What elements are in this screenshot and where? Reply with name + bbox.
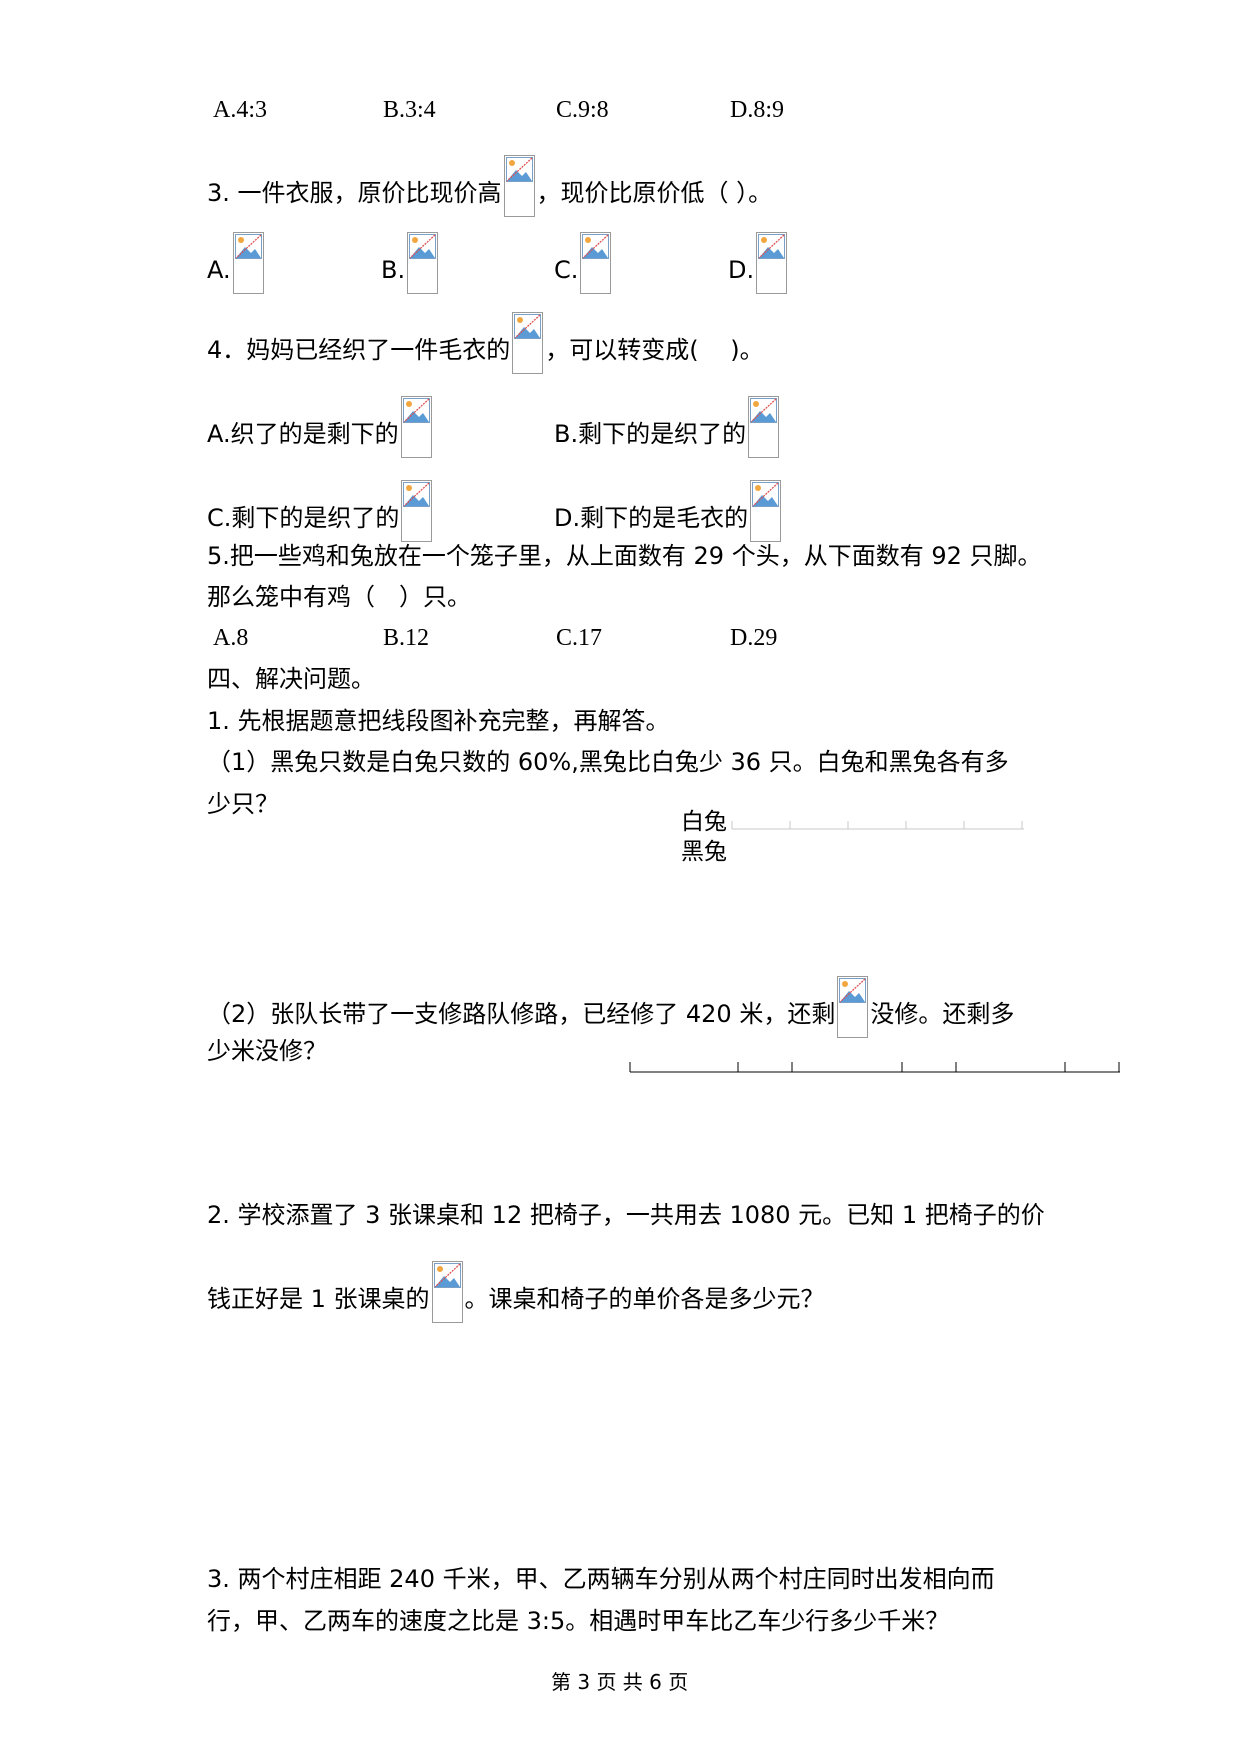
broken-image-icon bbox=[756, 232, 788, 294]
option-label: B. bbox=[381, 256, 406, 284]
option-label: A. bbox=[207, 256, 231, 284]
q3-option-c: C. bbox=[554, 232, 613, 294]
broken-image-icon bbox=[748, 396, 780, 458]
question-4-text: 4．妈妈已经织了一件毛衣的 bbox=[207, 336, 511, 364]
q4-option-d: D.剩下的是毛衣的 bbox=[554, 480, 783, 542]
road-segment-diagram bbox=[629, 1062, 1120, 1073]
problem-2-text: 钱正好是 1 张课桌的 bbox=[207, 1285, 430, 1313]
q5-option-c: C.17 bbox=[556, 625, 603, 651]
q3-option-d: D. bbox=[728, 232, 789, 294]
q4-option-c: C.剩下的是织了的 bbox=[207, 480, 434, 542]
question-3: 3. 一件衣服，原价比现价高 ，现价比原价低（ ）。 bbox=[207, 155, 772, 217]
white-rabbit-segment bbox=[731, 821, 1024, 830]
question-3-text-end: ，现价比原价低（ ）。 bbox=[536, 179, 773, 207]
broken-image-icon bbox=[400, 396, 432, 458]
broken-image-icon bbox=[503, 155, 535, 217]
section-heading: 四、解决问题。 bbox=[207, 665, 375, 693]
broken-image-icon bbox=[407, 232, 439, 294]
broken-image-icon bbox=[401, 480, 433, 542]
option-label: C.剩下的是织了的 bbox=[207, 504, 400, 532]
broken-image-icon bbox=[837, 976, 869, 1038]
option-c: C.9:8 bbox=[556, 97, 609, 123]
problem-1-sub1-line2: 少只？ bbox=[207, 790, 279, 818]
question-5-line1: 5.把一些鸡和兔放在一个笼子里，从上面数有 29 个头，从下面数有 92 只脚。 bbox=[207, 542, 1042, 570]
q5-option-b: B.12 bbox=[383, 625, 430, 651]
problem-1-sub2-line2: 少米没修？ bbox=[207, 1037, 327, 1065]
question-5-line2: 那么笼中有鸡（ ）只。 bbox=[207, 583, 471, 611]
option-label: B.剩下的是织了的 bbox=[554, 420, 747, 448]
q4-option-a: A.织了的是剩下的 bbox=[207, 396, 434, 458]
problem-1-sub2-text-end: 没修。还剩多 bbox=[870, 1000, 1015, 1028]
q5-option-a: A.8 bbox=[213, 625, 249, 651]
broken-image-icon bbox=[580, 232, 612, 294]
q3-option-b: B. bbox=[381, 232, 440, 294]
problem-1-title: 1. 先根据题意把线段图补充完整，再解答。 bbox=[207, 707, 670, 735]
option-label: D.剩下的是毛衣的 bbox=[554, 504, 749, 532]
problem-2-line2: 钱正好是 1 张课桌的 。课桌和椅子的单价各是多少元？ bbox=[207, 1261, 825, 1323]
problem-2-text-end: 。课桌和椅子的单价各是多少元？ bbox=[464, 1285, 825, 1313]
broken-image-icon bbox=[750, 480, 782, 542]
question-4: 4．妈妈已经织了一件毛衣的 ，可以转变成( )。 bbox=[207, 312, 764, 374]
q4-option-b: B.剩下的是织了的 bbox=[554, 396, 781, 458]
option-label: A.织了的是剩下的 bbox=[207, 420, 399, 448]
broken-image-icon bbox=[512, 312, 544, 374]
problem-3-line1: 3. 两个村庄相距 240 千米，甲、乙两辆车分别从两个村庄同时出发相向而 bbox=[207, 1565, 995, 1593]
broken-image-icon bbox=[232, 232, 264, 294]
problem-1-sub2-text: （2）张队长带了一支修路队修路，已经修了 420 米，还剩 bbox=[207, 1000, 836, 1028]
option-label: D. bbox=[728, 256, 755, 284]
question-4-text-end: ，可以转变成( )。 bbox=[545, 336, 764, 364]
option-d: D.8:9 bbox=[730, 97, 784, 123]
q3-option-a: A. bbox=[207, 232, 266, 294]
page-footer: 第 3 页 共 6 页 bbox=[551, 1670, 689, 1694]
option-label: C. bbox=[554, 256, 579, 284]
problem-2-line1: 2. 学校添置了 3 张课桌和 12 把椅子，一共用去 1080 元。已知 1 … bbox=[207, 1201, 1045, 1229]
label-black-rabbit: 黑兔 bbox=[681, 839, 727, 865]
problem-1-sub1-line1: （1）黑兔只数是白兔只数的 60%,黑兔比白兔少 36 只。白兔和黑兔各有多 bbox=[207, 748, 1009, 776]
problem-3-line2: 行，甲、乙两车的速度之比是 3:5。相遇时甲车比乙车少行多少千米？ bbox=[207, 1607, 950, 1635]
option-a: A.4:3 bbox=[213, 97, 267, 123]
question-3-text: 3. 一件衣服，原价比现价高 bbox=[207, 179, 502, 207]
broken-image-icon bbox=[431, 1261, 463, 1323]
option-b: B.3:4 bbox=[383, 97, 436, 123]
problem-1-sub2-line1: （2）张队长带了一支修路队修路，已经修了 420 米，还剩 没修。还剩多 bbox=[207, 976, 1014, 1038]
q5-option-d: D.29 bbox=[730, 625, 778, 651]
label-white-rabbit: 白兔 bbox=[681, 809, 727, 835]
